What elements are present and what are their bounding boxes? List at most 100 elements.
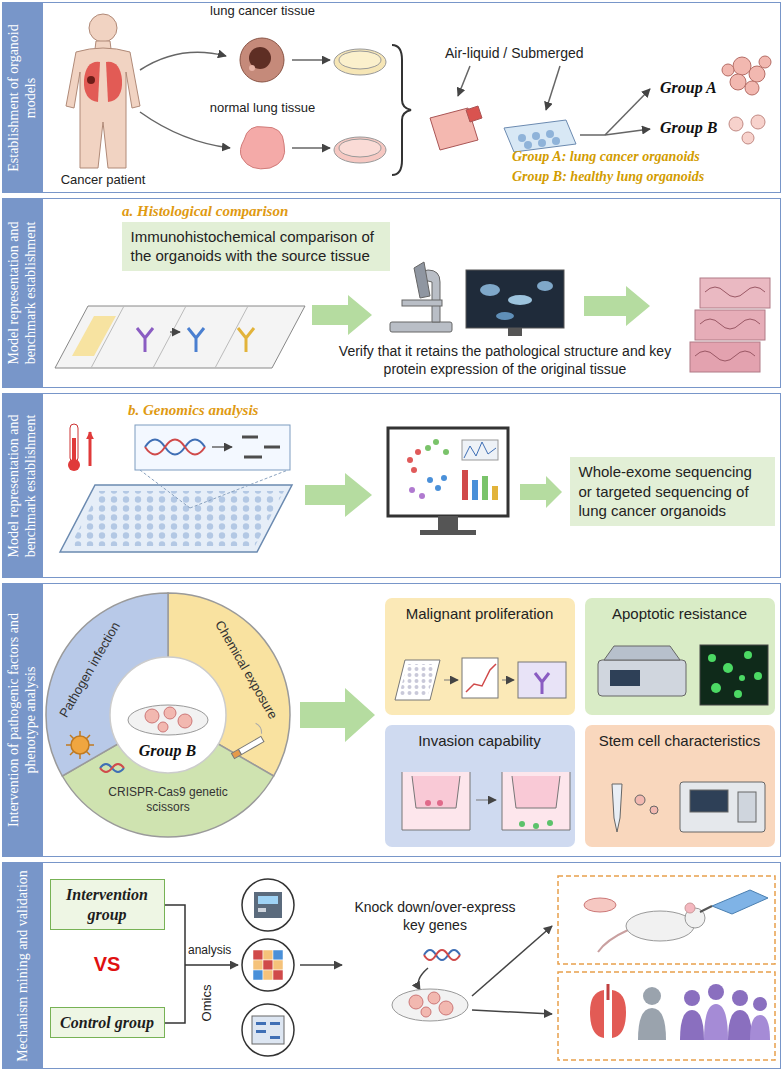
flow-arrow	[580, 134, 605, 136]
tumor-organoids	[730, 74, 746, 90]
cigarette	[231, 749, 241, 758]
flow-cytometer	[635, 795, 645, 805]
proliferation-assay	[502, 680, 514, 681]
organoid-dish	[392, 989, 468, 1021]
flow-arrow	[605, 129, 650, 135]
flow-cytometer	[680, 782, 765, 832]
sequencer-icon	[258, 896, 278, 904]
proliferation-assay	[466, 664, 496, 692]
ihc-slide	[55, 306, 305, 368]
heatmap-icon	[253, 960, 263, 970]
proliferation-assay	[395, 658, 566, 700]
imaging-device	[711, 683, 721, 693]
tumor-organoids	[722, 64, 734, 76]
patient-lungs	[87, 76, 95, 84]
merge-brace	[392, 45, 411, 175]
organoid-dish	[128, 705, 208, 735]
culture-dish	[334, 137, 386, 163]
group-definition: Group B: healthy lung organoids	[512, 168, 704, 186]
omics-icons	[242, 1004, 294, 1056]
step-label: Knock down/over-express key genes	[345, 898, 525, 934]
culture-flask	[466, 106, 482, 122]
validation-frame	[558, 876, 775, 964]
transwell-assay	[547, 820, 553, 826]
transwell-assay	[512, 776, 560, 808]
imaging-device	[739, 675, 745, 681]
mouse-model	[598, 930, 628, 952]
gel-icon	[252, 1016, 284, 1044]
group-label-box: Group B	[123, 741, 213, 760]
step-label: Omics	[199, 978, 215, 1028]
process-arrow	[584, 286, 650, 326]
gel-icon	[270, 1022, 280, 1025]
healthy-organoids	[729, 117, 743, 131]
mouse-model	[712, 890, 768, 914]
ihc-slide	[55, 306, 305, 368]
gel-icon	[256, 1030, 266, 1033]
imaging-device	[723, 663, 733, 673]
description-box: Immunohistochemical comparison of the or…	[122, 222, 390, 271]
sector-label: Chemical exposure	[209, 614, 283, 726]
clinical-cohort	[680, 1010, 704, 1040]
monitor	[508, 328, 522, 336]
analysis-monitor	[409, 487, 415, 493]
imaging-device	[754, 672, 762, 680]
verification-note: Verify that it retains the pathological …	[325, 342, 685, 378]
proliferation-assay	[395, 660, 440, 700]
omics-icons	[242, 939, 294, 991]
well-plate	[60, 485, 292, 552]
proliferation-assay	[518, 662, 566, 698]
gene-helix	[424, 950, 460, 960]
culture-flask	[430, 106, 482, 150]
proliferation-assay	[399, 664, 436, 696]
dna-callout	[212, 446, 232, 448]
analysis-monitor	[464, 442, 496, 458]
flow-cytometer	[690, 790, 728, 812]
thermometer	[68, 424, 90, 471]
analysis-monitor	[425, 445, 431, 451]
thermometer	[70, 424, 78, 462]
culture-plate	[546, 130, 554, 138]
antibody	[137, 328, 153, 352]
heatmap-icon	[263, 970, 273, 980]
section-heading: a. Histological comparison	[122, 202, 288, 221]
clinical-cohort	[607, 984, 610, 1000]
transwell-assay	[519, 821, 525, 827]
group-box: Control group	[50, 1007, 165, 1038]
patient-label: Cancer patient	[45, 172, 161, 188]
description-box: Whole-exome sequencing or targeted seque…	[570, 457, 775, 526]
group-definition: Group A: lung cancer organoids	[512, 148, 700, 166]
patient-lungs	[84, 62, 100, 102]
imaging-device	[744, 651, 752, 659]
sequencer-icon	[254, 892, 282, 918]
group-name: Control group	[57, 1013, 158, 1032]
tissue-label: normal lung tissue	[195, 100, 330, 116]
tumor-tissue	[240, 38, 284, 82]
sector-label: CRISPR-Cas9 genetic scissors	[103, 785, 233, 815]
flow-arrow	[140, 52, 650, 148]
analysis-monitor	[443, 449, 449, 455]
clinical-cohort	[638, 1008, 666, 1040]
gene-helix	[424, 950, 460, 960]
healthy-organoids	[751, 115, 765, 129]
gel-icon	[270, 1036, 280, 1039]
monitor	[466, 270, 564, 336]
normal-tissue	[240, 127, 284, 169]
description-text: Whole-exome sequencing or targeted seque…	[579, 462, 766, 521]
analysis-monitor	[462, 470, 468, 500]
transwell-assay	[412, 776, 460, 808]
monitor	[466, 270, 564, 328]
dna-callout	[135, 425, 290, 470]
monitor	[508, 295, 532, 305]
culture-plate	[532, 132, 540, 140]
microscope	[414, 262, 430, 298]
transwell-assay	[476, 800, 496, 801]
antibody	[188, 328, 204, 352]
organoid-dish	[158, 722, 168, 732]
tissue-section	[695, 287, 765, 361]
omics-icons	[242, 879, 294, 931]
transwell-assay	[502, 772, 570, 830]
description-text: Immunohistochemical comparison of the or…	[131, 227, 381, 266]
clinical-cohort	[753, 997, 767, 1011]
analysis-monitor	[492, 486, 498, 500]
